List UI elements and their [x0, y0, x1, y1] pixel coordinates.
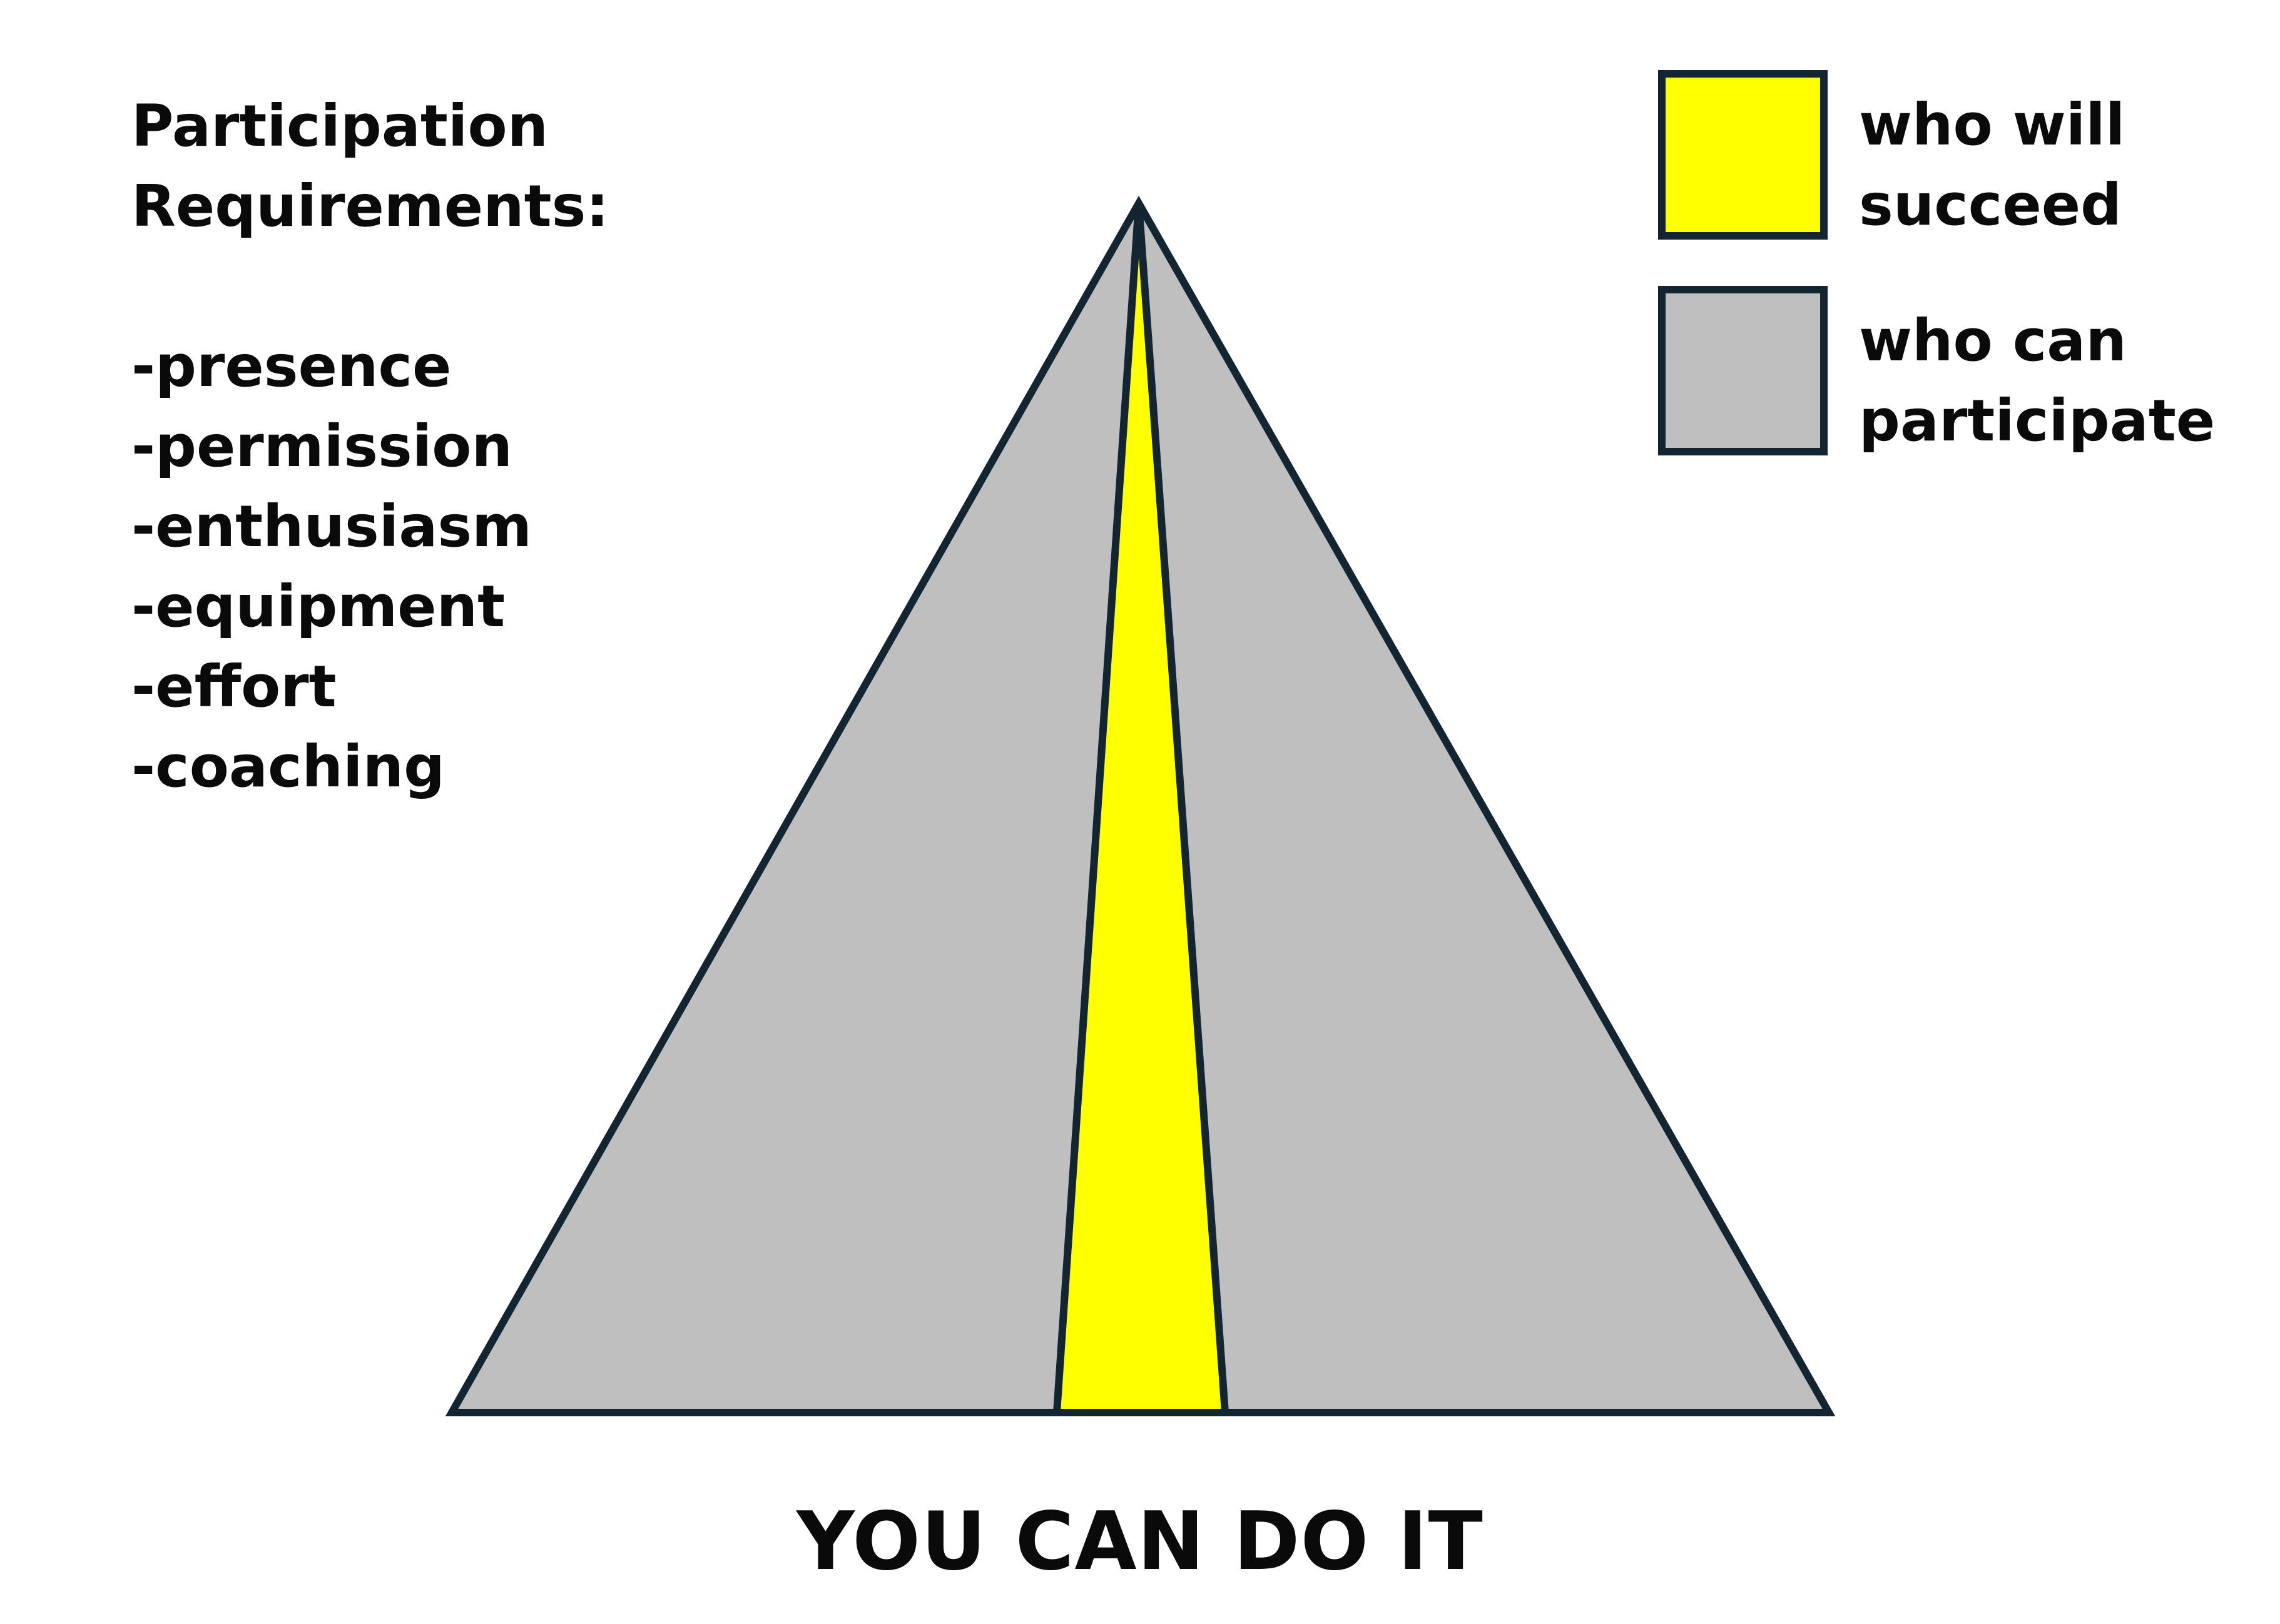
requirements-block: Participation Requirements: -presence -p…	[131, 86, 695, 807]
legend-participate-line2: participate	[1859, 387, 2216, 454]
requirement-item: -permission	[131, 413, 512, 480]
requirements-heading-line2: Requirements:	[131, 173, 609, 240]
requirement-item: -coaching	[131, 733, 445, 800]
legend-participate-line1: who can	[1859, 307, 2127, 374]
legend-label-succeed: who will succeed	[1859, 85, 2234, 245]
legend-succeed-line1: who will	[1859, 91, 2125, 158]
legend-swatch-participate	[1658, 286, 1828, 455]
footer-title: YOU CAN DO IT	[796, 1495, 1484, 1588]
requirements-list: -presence -permission -enthusiasm -equip…	[131, 327, 695, 807]
legend-succeed-line2: succeed	[1859, 171, 2122, 238]
requirements-heading-line1: Participation	[131, 93, 549, 160]
requirement-item: -equipment	[131, 573, 506, 640]
requirement-item: -effort	[131, 653, 337, 720]
legend-label-participate: who can participate	[1859, 301, 2234, 461]
pyramid-succeed-wedge	[1052, 203, 1229, 1416]
legend-item-succeed: who will succeed	[1658, 70, 2234, 245]
legend-swatch-succeed	[1658, 70, 1828, 240]
requirement-item: -presence	[131, 333, 452, 400]
requirement-item: -enthusiasm	[131, 493, 532, 560]
legend-item-participate: who can participate	[1658, 286, 2234, 461]
